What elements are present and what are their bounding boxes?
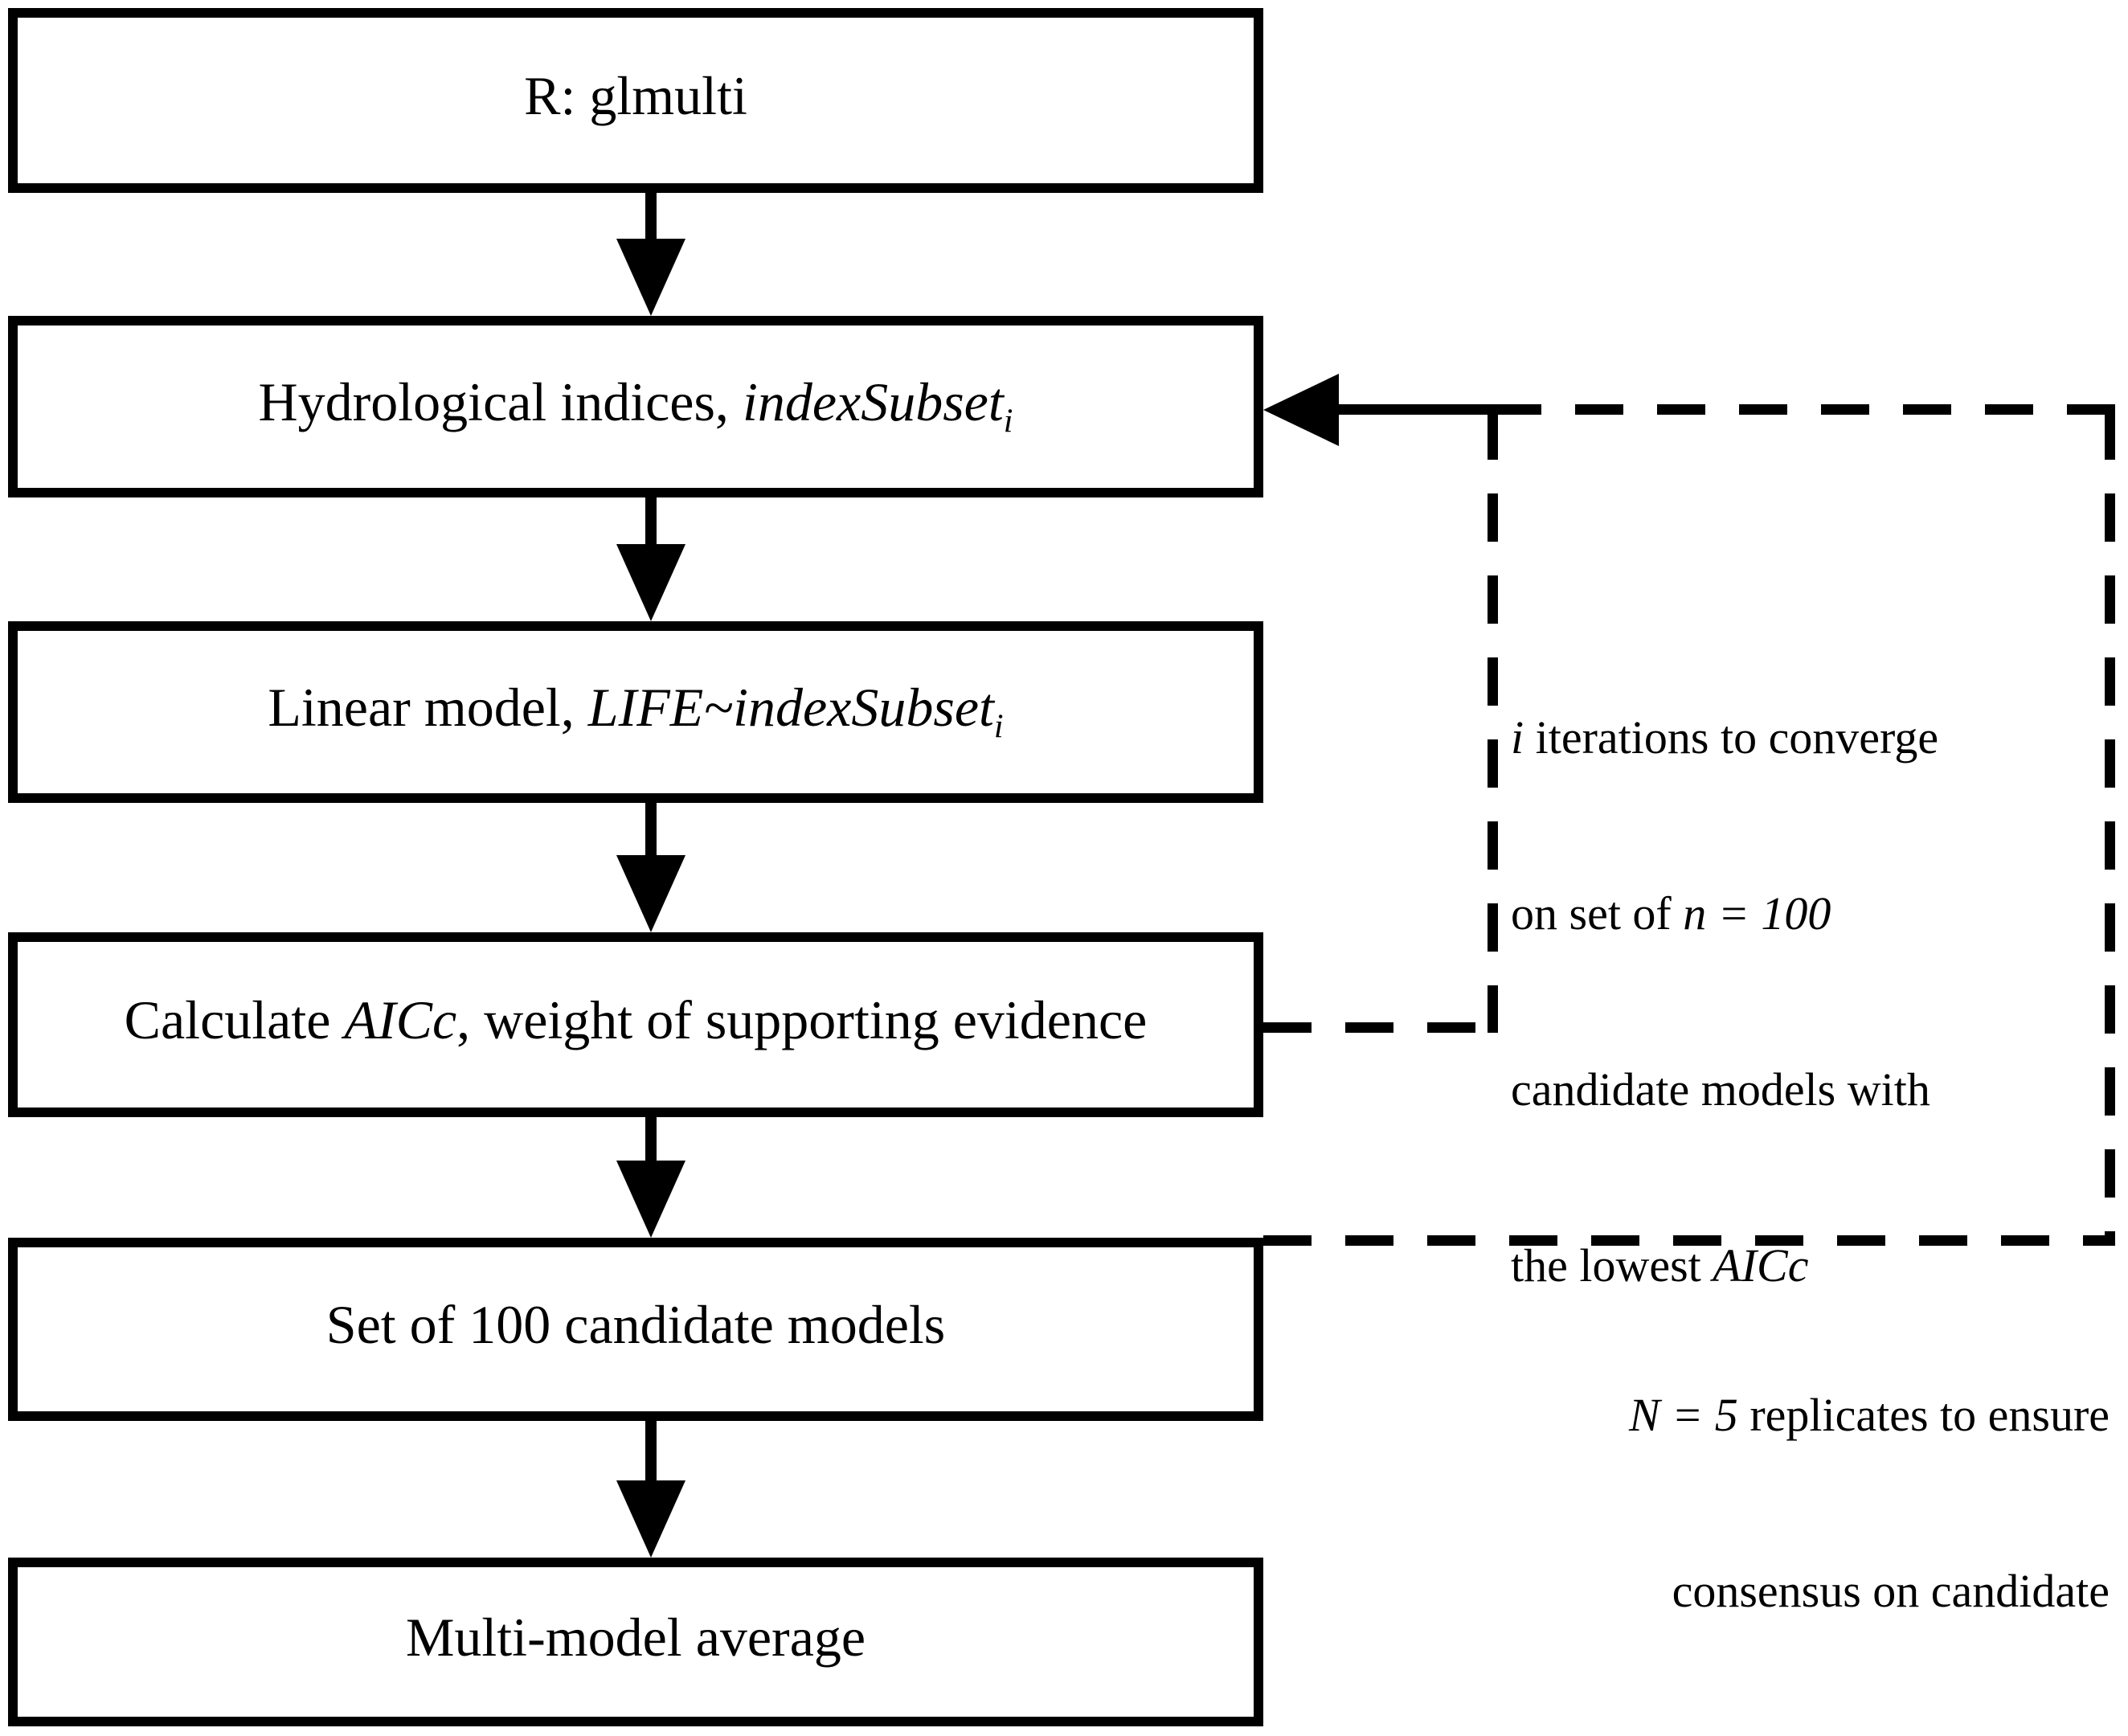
note-line: consensus on candidate — [1672, 1565, 2110, 1617]
flow-box-candidate-models: Set of 100 candidate models — [8, 1238, 1263, 1421]
note-line: the lowest AICc — [1511, 1239, 1809, 1292]
flow-box-multi-model-average: Multi-model average — [8, 1558, 1263, 1726]
flow-box-linear-model: Linear model, LIFE~indexSubseti — [8, 621, 1263, 803]
arrow-linear-to-aicc — [645, 803, 657, 858]
box-label: Multi-model average — [405, 1607, 866, 1668]
arrowhead-down-icon — [616, 855, 685, 932]
arrowhead-down-icon — [616, 544, 685, 621]
note-line: N = 5 replicates to ensure — [1628, 1389, 2110, 1441]
note-line: candidate models with — [1511, 1063, 1930, 1116]
feedback-line-top-dashed — [1493, 404, 2115, 415]
box-label: Linear model, LIFE~indexSubseti — [268, 677, 1004, 746]
feedback-line-from-candidates — [1263, 1235, 2115, 1246]
feedback-line-outer-vertical — [2105, 411, 2115, 1246]
feedback-line-inner-vertical — [1488, 411, 1498, 1033]
note-line: on set of n = 100 — [1511, 887, 1831, 940]
arrowhead-down-icon — [616, 1161, 685, 1238]
box-label: Calculate AICc, weight of supporting evi… — [124, 989, 1148, 1051]
box-label: Set of 100 candidate models — [325, 1294, 946, 1356]
arrow-glmulti-to-hydro — [645, 193, 657, 243]
flow-box-calculate-aicc: Calculate AICc, weight of supporting evi… — [8, 932, 1263, 1117]
box-label: R: glmulti — [524, 65, 747, 127]
box-label: Hydrological indices, indexSubseti — [258, 371, 1013, 440]
note-replicates: N = 5 replicates to ensure consensus on … — [1366, 1268, 2110, 1736]
note-iterations: i iterations to converge on set of n = 1… — [1511, 591, 2110, 1412]
arrow-hydro-to-linear — [645, 497, 657, 547]
flow-box-hydrological-indices: Hydrological indices, indexSubseti — [8, 316, 1263, 497]
feedback-line-from-aicc — [1263, 1022, 1490, 1033]
note-line: i iterations to converge — [1511, 711, 1939, 764]
feedback-line-top-solid — [1326, 404, 1493, 415]
arrow-candidates-to-average — [645, 1421, 657, 1484]
arrow-aicc-to-candidates — [645, 1117, 657, 1164]
flow-box-r-glmulti: R: glmulti — [8, 8, 1263, 193]
arrowhead-down-icon — [616, 239, 685, 316]
arrowhead-down-icon — [616, 1480, 685, 1558]
